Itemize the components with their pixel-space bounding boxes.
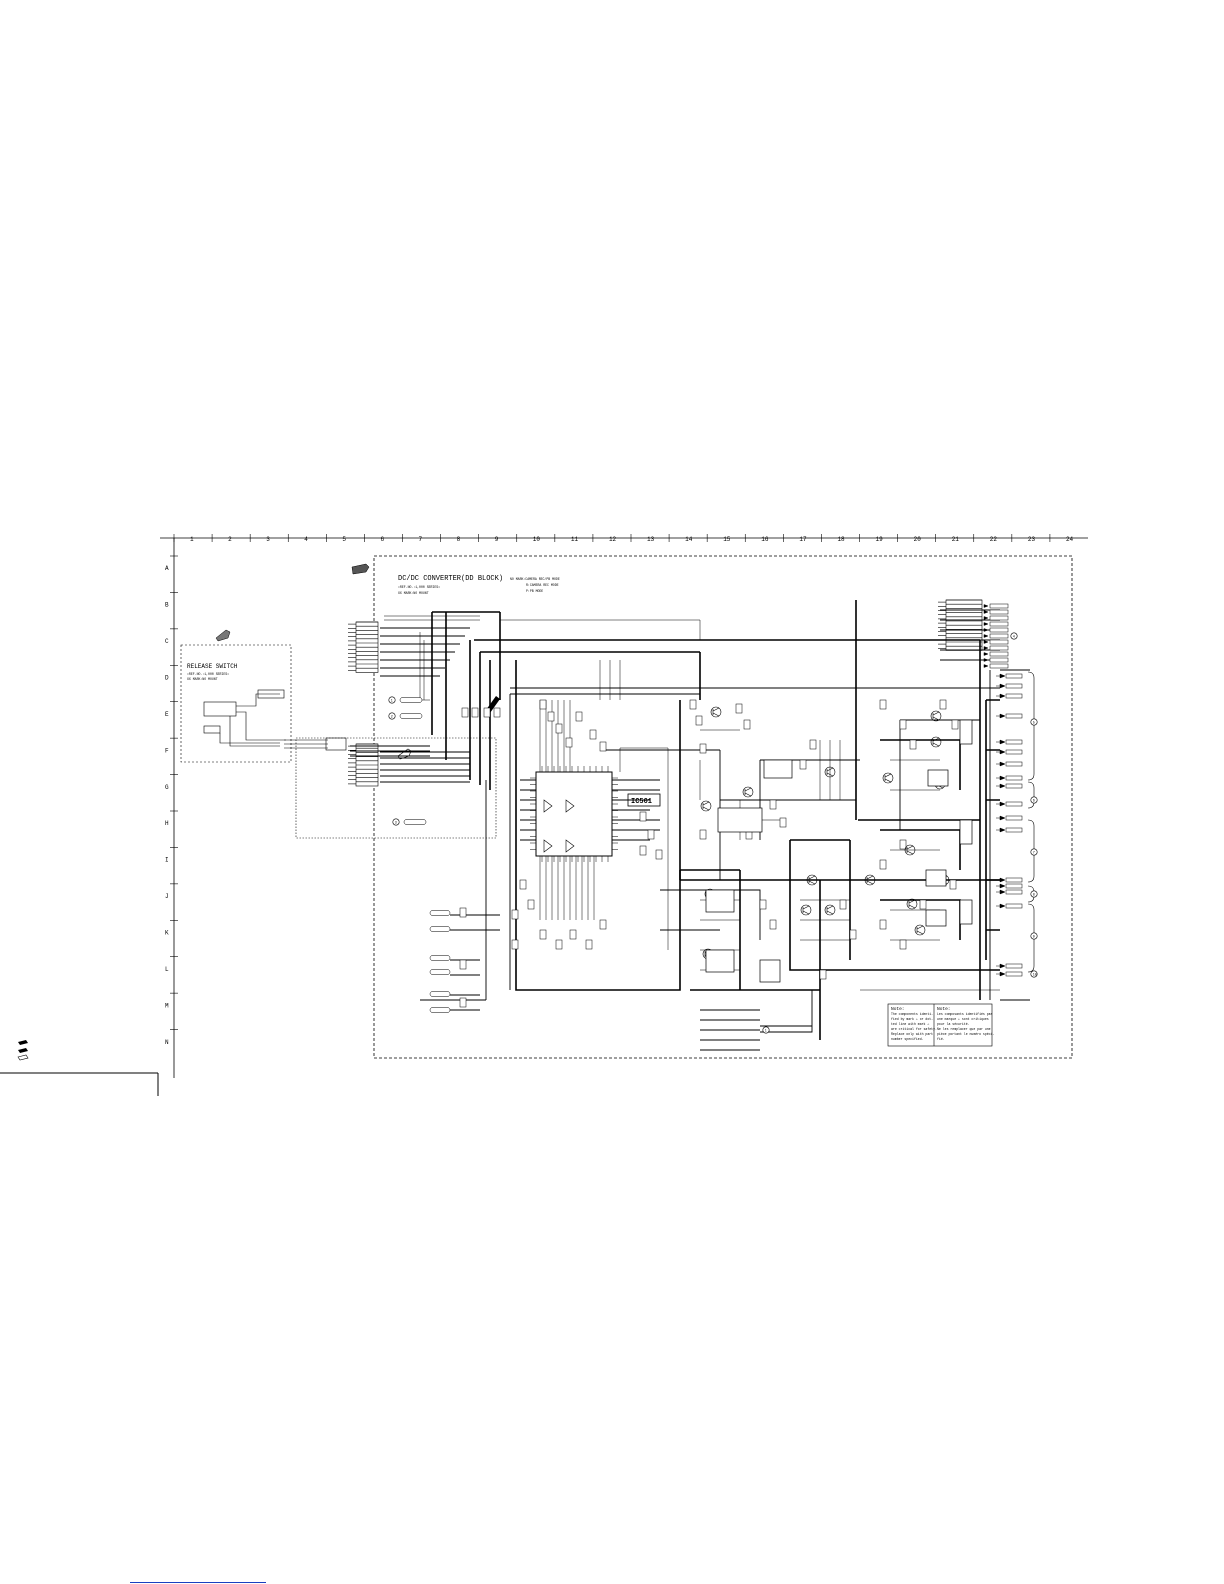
circled-ref-label: 6 [1033, 799, 1035, 803]
note-en-line-3: ted line with mark ⚠ [891, 1022, 929, 1026]
circled-ref-label: 2 [391, 715, 393, 719]
connector-cn-right [938, 599, 983, 651]
components [459, 699, 959, 1008]
release-switch-ref: •REF.NO.:1,000 SERIES• [187, 672, 229, 676]
footer-link-underline[interactable] [130, 1582, 266, 1583]
ic501-label: IC501 [631, 798, 652, 806]
output-arrows [983, 603, 1023, 977]
column-label: 16 [761, 536, 769, 543]
release-switch-border [180, 644, 292, 763]
hand-pointer-icon [215, 563, 412, 760]
block-title: DC/DC CONVERTER(DD BLOCK) [398, 575, 503, 583]
circled-ref-label: 8 [1033, 893, 1035, 897]
column-label: 19 [876, 536, 884, 543]
circled-ref-label: 1 [391, 699, 393, 703]
column-label: 15 [723, 536, 731, 543]
block-mount-note: XX MARK:NO MOUNT [398, 591, 429, 595]
note-en-line-4: are critical for safety. [891, 1027, 937, 1031]
column-label: 20 [914, 536, 922, 543]
column-label: 13 [647, 536, 655, 543]
note-en-line-6: number specified. [891, 1037, 924, 1041]
dotted-connector-area [295, 737, 497, 839]
note-fr-line-5: pièce portant le numéro spéci- [937, 1032, 994, 1036]
circled-ref-label: 5 [1033, 721, 1035, 725]
column-label: 21 [952, 536, 960, 543]
circled-ref-label: 1 [765, 1029, 767, 1033]
circled-ref-label: 3 [395, 821, 397, 825]
release-switch-title: RELEASE SWITCH [187, 663, 238, 670]
column-label: 9 [495, 536, 499, 543]
column-label: 22 [990, 536, 998, 543]
circled-ref-label: 10 [1033, 973, 1037, 977]
input-terminals [399, 697, 451, 1013]
row-label: G [165, 784, 169, 791]
note-fr-line-2: une marque ⚠ sont critiques [937, 1017, 989, 1021]
sub-ic-blocks [705, 719, 973, 983]
column-label: 11 [571, 536, 579, 543]
note-fr-line-1: Les composants identifiés par [937, 1012, 993, 1016]
column-label: 5 [342, 536, 346, 543]
group-brackets [1027, 671, 1035, 973]
note-en-line-1: The components identi- [891, 1012, 933, 1016]
column-ruler [160, 537, 1088, 1078]
column-label: 10 [533, 536, 541, 543]
legend-arrow-icon [17, 1040, 29, 1061]
row-label: F [165, 747, 169, 754]
mode-legend-2: R:CAMERA REC MODE [526, 583, 559, 587]
row-label: H [165, 820, 169, 827]
note-en-line-5: Replace only with part [891, 1032, 933, 1036]
column-label: 14 [685, 536, 693, 543]
note-fr-heading: Note: [937, 1006, 951, 1012]
signal-wiring [350, 609, 1030, 1051]
column-label: 1 [190, 536, 194, 543]
circled-ref-label: 4 [1013, 635, 1015, 639]
column-label: 6 [380, 536, 384, 543]
row-label: N [165, 1039, 169, 1046]
circled-references: 1 2 3 4 5 6 7 8 9 10 1 [388, 632, 1038, 1034]
row-label: I [165, 857, 169, 864]
note-en-heading: Note: [891, 1006, 905, 1012]
connector-cn-left-top [348, 621, 379, 673]
mode-legend-1: NO MARK:CAMERA REC/PB MODE [510, 577, 560, 581]
safety-notes: Note: The components identi- fied by mar… [887, 1003, 994, 1047]
note-fr-line-4: Ne les remplacer que par une [937, 1027, 991, 1031]
mode-legend-3: P:PB MODE [526, 589, 543, 593]
row-label: K [165, 930, 169, 937]
column-label: 2 [228, 536, 232, 543]
column-label: 24 [1066, 536, 1074, 543]
circled-ref-label: 9 [1033, 935, 1035, 939]
row-label: C [165, 638, 169, 645]
note-fr-line-3: pour la sécurité. [937, 1022, 970, 1026]
column-label: 3 [266, 536, 270, 543]
column-label: 4 [304, 536, 308, 543]
row-label: J [165, 893, 169, 900]
column-label: 17 [799, 536, 807, 543]
note-fr-line-6: fié. [937, 1037, 945, 1041]
thin-wiring [384, 615, 1000, 991]
connector-cn-left-mid [348, 743, 379, 787]
release-switch-circuit [203, 689, 347, 751]
block-ref-note: •REF.NO.:1,000 SERIES• [398, 585, 440, 589]
column-label: 23 [1028, 536, 1036, 543]
heavy-wiring [431, 600, 1000, 1040]
row-label: D [165, 675, 169, 682]
column-label: 12 [609, 536, 617, 543]
note-en-line-2: fied by mark ⚠ or dot- [891, 1017, 933, 1021]
circled-ref-label: 7 [1033, 851, 1035, 855]
row-label: L [165, 966, 169, 973]
row-label: A [165, 565, 169, 572]
row-label: E [165, 711, 169, 718]
column-label: 8 [457, 536, 461, 543]
release-switch-mount: XX MARK:NO MOUNT [187, 677, 218, 681]
row-labels: A B C D E F G H I J K L M N [165, 555, 178, 1046]
column-label: 18 [837, 536, 845, 543]
row-label: B [165, 602, 169, 609]
column-label: 7 [419, 536, 423, 543]
row-label: M [165, 1002, 169, 1009]
